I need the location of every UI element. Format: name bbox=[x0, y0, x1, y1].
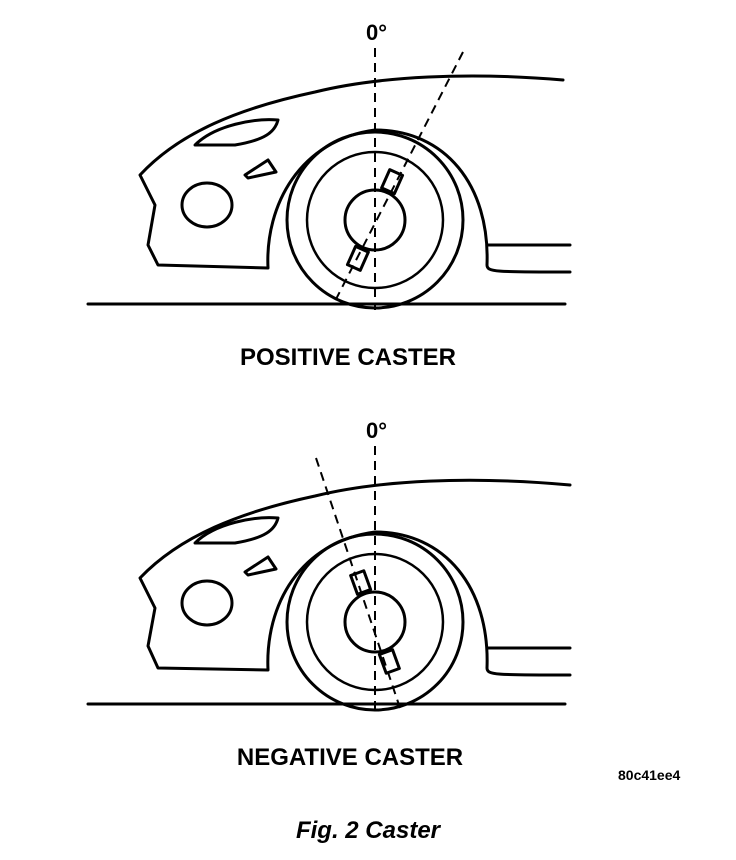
wheel bbox=[285, 532, 465, 712]
hub bbox=[343, 590, 407, 654]
zero-degree-label: 0° bbox=[366, 418, 388, 443]
small-vent bbox=[243, 555, 278, 577]
spindle bbox=[349, 569, 401, 675]
side-vent bbox=[193, 516, 280, 545]
positive-caster-caption: POSITIVE CASTER bbox=[239, 344, 457, 371]
spindle bbox=[345, 168, 405, 272]
side-vent bbox=[193, 118, 280, 147]
positive-caster-drawing bbox=[86, 48, 572, 310]
car-body bbox=[138, 74, 572, 274]
headlight bbox=[180, 181, 234, 229]
figure-title: Fig. 2 Caster bbox=[295, 817, 441, 844]
negative-caster-panel: 0° NEGATIVE CASTER bbox=[0, 400, 736, 800]
image-code: 80c41ee4 bbox=[618, 767, 681, 783]
car-body bbox=[138, 478, 572, 677]
zero-degree-label: 0° bbox=[366, 20, 388, 45]
headlight bbox=[180, 579, 234, 627]
tire-outer bbox=[285, 532, 465, 712]
car-body-outline bbox=[138, 74, 572, 274]
negative-caster-drawing bbox=[86, 446, 572, 712]
positive-caster-panel: 0° POSITIVE CASTER bbox=[0, 0, 736, 400]
negative-caster-caption: NEGATIVE CASTER bbox=[236, 744, 464, 771]
caster-axis-line bbox=[332, 51, 464, 306]
small-vent bbox=[243, 158, 278, 180]
